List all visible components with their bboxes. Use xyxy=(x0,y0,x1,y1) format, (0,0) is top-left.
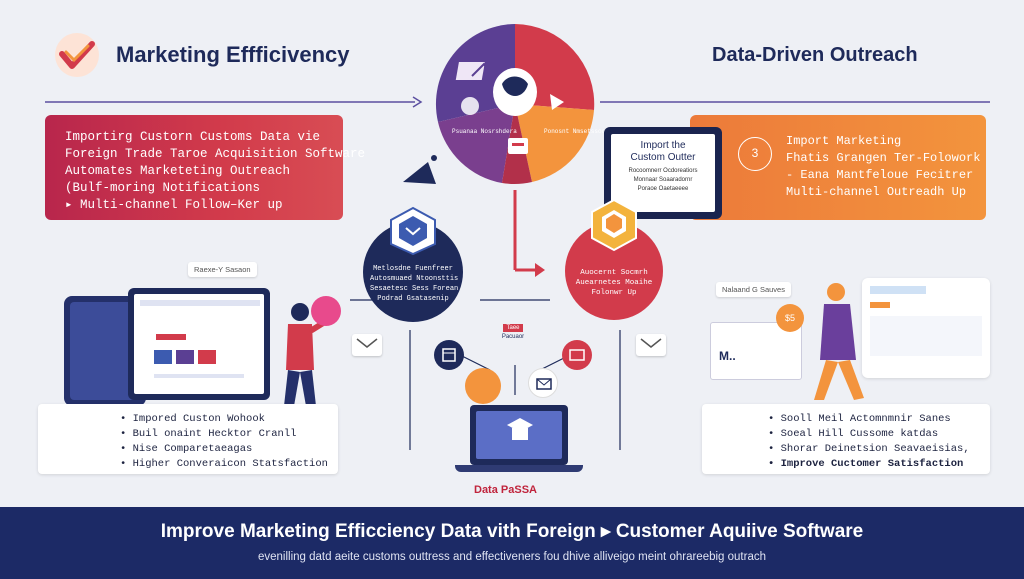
mini-badge-sub: Pacuaor xyxy=(501,334,525,340)
right-benefits-card: • Sooll Meil Actomnmnir Sanes • Soeal Hi… xyxy=(702,404,990,474)
laptop-base xyxy=(455,465,583,472)
footer-banner: Improve Marketing Efficciency Data vith … xyxy=(0,507,1024,579)
tablet-line: Rocoomnerr Ocdoreatiors xyxy=(628,168,698,174)
footer-subtitle: evenilling datd aeite customs outtress a… xyxy=(257,551,766,563)
flow-arrow-left xyxy=(45,96,423,108)
right-screen-label: M.. xyxy=(719,349,736,363)
import-tablet: Import the Custom Outter Rocoomnerr Ocdo… xyxy=(604,127,722,219)
left-box-line: (Bulf-moring Notifications xyxy=(65,181,261,195)
right-node-line: Folonwr Up xyxy=(591,289,637,297)
right-benefit-item: • Soeal Hill Cussome katdas xyxy=(768,428,939,440)
data-driven-outreach-title: Data-Driven Outreach xyxy=(712,44,918,66)
megaphone-icon xyxy=(403,155,437,184)
mini-badge-label: Taee xyxy=(503,324,523,332)
left-benefit-item: • Impored Custon Wohook xyxy=(120,413,265,425)
left-box-line: Foreign Trade Taroe Acquisition Software xyxy=(65,147,366,161)
step-number-badge: 3 xyxy=(738,137,772,171)
circle-label-left: Psuanaa Nosrshdera xyxy=(452,128,517,135)
right-benefit-item: • Improve Cuctomer Satisfaction xyxy=(768,458,964,470)
left-benefit-item: • Buil onaint Hecktor Cranll xyxy=(120,428,297,440)
chart-icon xyxy=(562,340,592,370)
right-scene-tag: Nalaand G Sauves xyxy=(716,282,791,297)
tablet-line: Monnaar Soaaradornr xyxy=(633,177,693,183)
right-box-line: Import Marketing xyxy=(786,134,902,148)
hexagon-package-icon xyxy=(591,198,637,252)
right-node-line: Auocernt Socmrh xyxy=(580,269,648,277)
right-info-box: 3 Import Marketing Fhatis Grangen Ter-Fo… xyxy=(690,115,986,220)
right-node-line: Auearnetes Moaihe xyxy=(575,279,653,287)
data-cycle-circle xyxy=(435,24,595,184)
graduation-box-icon xyxy=(507,418,533,440)
left-node-line: Autosmuaed Ntoonsttis xyxy=(370,275,459,283)
right-badge: $5 xyxy=(776,304,804,332)
envelope-icon xyxy=(528,368,558,398)
left-benefits-card: • Impored Custon Wohook • Buil onaint He… xyxy=(38,404,338,474)
left-node-line: Metlosdne Fuenfreer xyxy=(373,265,453,273)
mail-icon xyxy=(352,334,382,356)
right-box-line: - Eana Mantfeloue Fecitrer xyxy=(786,168,974,182)
footer-title: Improve Marketing Efficciency Data vith … xyxy=(160,521,864,542)
tablet-line: Poraoe Oaetaeeee xyxy=(637,186,689,192)
person-figure-left xyxy=(284,303,331,406)
mail-icon xyxy=(636,334,666,356)
brand-logo-icon xyxy=(55,33,99,77)
left-box-line: ▸ Multi-channel Follow–Ker up xyxy=(65,198,283,212)
left-benefit-item: • Nise Comparetaeagas xyxy=(120,443,253,455)
left-monitor xyxy=(128,288,270,400)
left-info-box: Importirg Custorn Customs Data vie Forei… xyxy=(45,115,366,220)
marketing-efficiency-title: Marketing Effficivency xyxy=(116,42,350,67)
person-figure-right xyxy=(814,283,864,400)
calendar-icon xyxy=(434,340,464,370)
flow-line-right xyxy=(600,101,990,103)
right-benefit-item: • Sooll Meil Actomnmnir Sanes xyxy=(768,413,951,425)
tablet-subtitle: Custom Outter xyxy=(630,152,696,163)
right-dashboard xyxy=(862,278,990,378)
right-box-line: Fhatis Grangen Ter-Folowork xyxy=(786,151,981,165)
left-box-line: Automates Marketeting Outreach xyxy=(65,164,291,178)
circle-label-right: Ponosnt Nmsetssoc xyxy=(544,128,606,135)
data-label: Data PaSSA xyxy=(474,484,537,496)
left-benefit-item: • Higher Converaicon Statsfaction xyxy=(120,458,328,470)
left-scene-tag: Raexe-Y Sasaon xyxy=(188,262,257,277)
right-box-line: Multi-channel Outreadh Up xyxy=(786,185,967,199)
card-icon xyxy=(465,368,501,404)
center-mini-badge: Taee Pacuaor xyxy=(495,316,531,346)
heart-bubble-icon xyxy=(311,296,341,326)
tablet-title: Import the xyxy=(640,140,686,151)
hexagon-box-icon xyxy=(390,206,436,256)
right-benefit-item: • Shorar Deinetsion Seavaeisias, xyxy=(768,443,970,455)
left-node-line: Podrad Gsatasenip xyxy=(377,295,449,303)
left-box-line: Importirg Custorn Customs Data vie xyxy=(65,130,321,144)
left-node-line: Sesaetesc Sess Forean xyxy=(370,285,459,293)
